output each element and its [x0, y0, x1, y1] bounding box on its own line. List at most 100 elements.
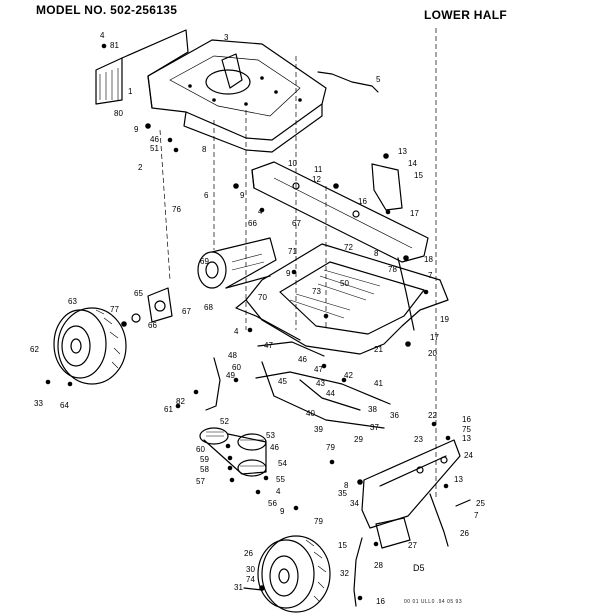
- ref-40: 40: [306, 409, 315, 418]
- ref-4-top: 4: [100, 31, 105, 40]
- ref-41: 41: [374, 379, 383, 388]
- ref-8c: 8: [344, 481, 349, 490]
- ref-47b: 47: [314, 365, 323, 374]
- ref-71: 71: [288, 247, 297, 256]
- ref-68: 68: [204, 303, 213, 312]
- front-spindle: [353, 537, 363, 607]
- chassis-plate: [147, 39, 327, 153]
- ref-5: 5: [376, 75, 381, 84]
- hardware-fasteners: [45, 43, 451, 601]
- ref-46c: 46: [270, 443, 279, 452]
- assembly-centerlines: [159, 28, 437, 500]
- ref-50: 50: [340, 279, 349, 288]
- hub-assembly: [131, 287, 173, 323]
- ref-3: 3: [224, 33, 229, 42]
- ref-72: 72: [344, 243, 353, 252]
- ref-79: 79: [326, 443, 335, 452]
- front-axle-stub: [243, 587, 263, 591]
- ref-21: 21: [374, 345, 383, 354]
- ref-23: 23: [414, 435, 423, 444]
- ref-24: 24: [464, 451, 473, 460]
- small-spring: [455, 499, 471, 507]
- ref-16c: 16: [376, 597, 385, 606]
- ref-18: 18: [424, 255, 433, 264]
- rear-wheel: [53, 307, 127, 385]
- frame-channel: [251, 161, 429, 263]
- ref-53: 53: [266, 431, 275, 440]
- ref-61: 61: [164, 405, 173, 414]
- ref-47: 47: [264, 341, 273, 350]
- ref-81: 81: [110, 41, 119, 50]
- ref-49: 49: [226, 371, 235, 380]
- ref-4c: 4: [234, 327, 239, 336]
- rod-axle: [397, 257, 415, 331]
- ref-35: 35: [338, 489, 347, 498]
- ref-10: 10: [288, 159, 297, 168]
- ref-15b: 15: [338, 541, 347, 550]
- ref-4: 4: [258, 207, 263, 216]
- ref-66b: 66: [148, 321, 157, 330]
- ref-57: 57: [196, 477, 205, 486]
- lever-linkage: [205, 341, 391, 429]
- right-lever: [429, 493, 449, 547]
- ref-8: 8: [202, 145, 207, 154]
- ref-13b: 13: [462, 434, 471, 443]
- ref-16: 16: [358, 197, 367, 206]
- deck-pan: [235, 243, 449, 355]
- ref-29: 29: [354, 435, 363, 444]
- ref-60: 60: [232, 363, 241, 372]
- left-upper-bracket: [95, 29, 189, 105]
- ref-7b: 7: [474, 511, 479, 520]
- ref-13: 13: [398, 147, 407, 156]
- ref-74: 74: [246, 575, 255, 584]
- ref-59: 59: [200, 455, 209, 464]
- footer-tag: 00 01 ULL0 .94 05 93: [404, 599, 463, 605]
- ref-4d: 4: [276, 487, 281, 496]
- ref-20: 20: [428, 349, 437, 358]
- ref-73: 73: [312, 287, 321, 296]
- ref-1: 1: [128, 87, 133, 96]
- ref-2: 2: [138, 163, 143, 172]
- ref-9c: 9: [286, 269, 291, 278]
- ref-48: 48: [228, 351, 237, 360]
- ref-16b: 16: [462, 415, 471, 424]
- ref-45: 45: [278, 377, 287, 386]
- front-wheel: [257, 535, 331, 613]
- ref-11: 11: [314, 165, 323, 174]
- ref-76: 76: [172, 205, 181, 214]
- ref-25: 25: [476, 499, 485, 508]
- ref-78: 78: [388, 265, 397, 274]
- ref-31: 31: [234, 583, 243, 592]
- ref-80: 80: [114, 109, 123, 118]
- ref-58: 58: [200, 465, 209, 474]
- ref-42: 42: [344, 371, 353, 380]
- pulley-assembly: [197, 237, 277, 289]
- ref-39: 39: [314, 425, 323, 434]
- ref-6: 6: [204, 191, 209, 200]
- ref-26: 26: [460, 529, 469, 538]
- ref-9d: 9: [280, 507, 285, 516]
- model-number-title: MODEL NO. 502-256135: [36, 3, 178, 17]
- ref-54: 54: [278, 459, 287, 468]
- ref-28: 28: [374, 561, 383, 570]
- ref-55: 55: [276, 475, 285, 484]
- sheet-code: D5: [413, 563, 425, 573]
- ref-33: 33: [34, 399, 43, 408]
- ref-64: 64: [60, 401, 69, 410]
- ref-67: 67: [292, 219, 301, 228]
- ref-43: 43: [316, 379, 325, 388]
- bracket-right: [371, 163, 403, 211]
- ref-66: 66: [248, 219, 257, 228]
- ref-37: 37: [370, 423, 379, 432]
- ref-79b: 79: [314, 517, 323, 526]
- ref-46b: 46: [298, 355, 307, 364]
- ref-22: 22: [428, 411, 437, 420]
- ref-8b: 8: [374, 249, 379, 258]
- ref-82: 82: [176, 397, 185, 406]
- ref-51: 51: [150, 144, 159, 153]
- ref-65: 65: [134, 289, 143, 298]
- drive-belt-pulleys: [199, 427, 267, 477]
- ref-14: 14: [408, 159, 417, 168]
